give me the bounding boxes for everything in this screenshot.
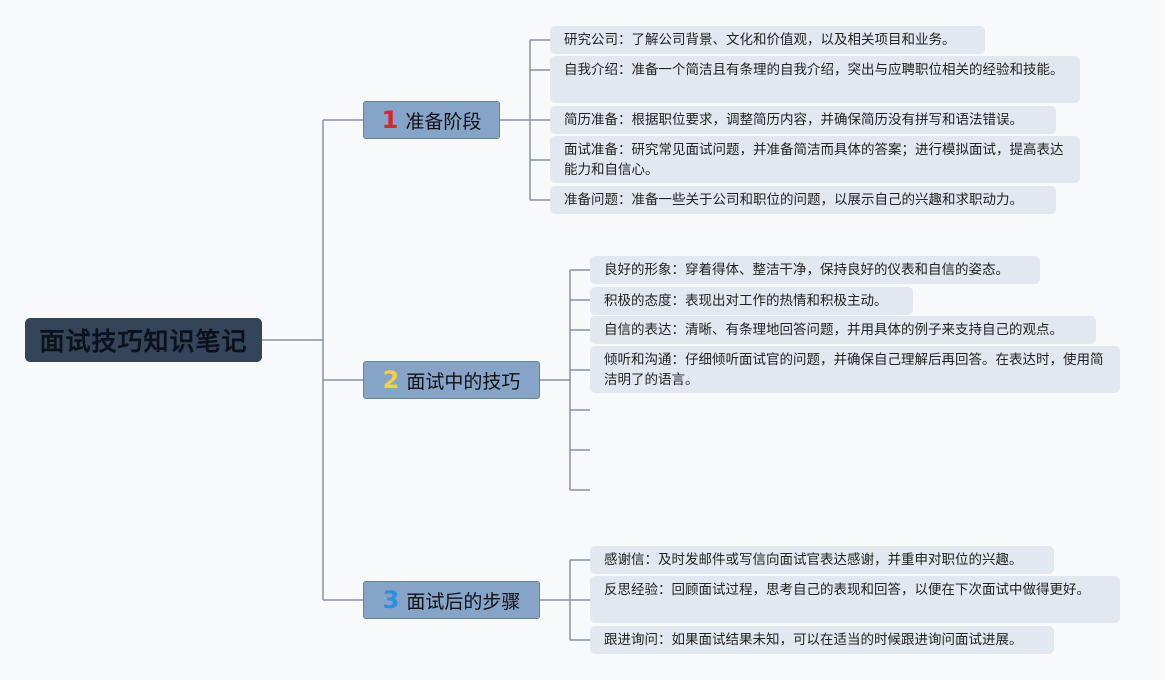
leaf-topic[interactable]: 跟进询问：如果面试结果未知，可以在适当的时候跟进询问面试进展。 <box>590 626 1054 654</box>
number-3-icon: 3 <box>382 586 400 614</box>
leaf-topic[interactable]: 感谢信：及时发邮件或写信向面试官表达感谢，并重申对职位的兴趣。 <box>590 546 1054 574</box>
branch-label: 面试中的技巧 <box>406 370 521 393</box>
number-1-icon: 1 <box>381 106 399 134</box>
leaf-topic[interactable]: 倾听和沟通：仔细倾听面试官的问题，并确保自己理解后再回答。在表达时，使用简洁明了… <box>590 346 1120 393</box>
leaf-topic[interactable]: 自我介绍：准备一个简洁且有条理的自我介绍，突出与应聘职位相关的经验和技能。 <box>550 56 1080 103</box>
leaf-topic[interactable]: 面试准备：研究常见面试问题，并准备简洁而具体的答案；进行模拟面试，提高表达能力和… <box>550 136 1080 183</box>
leaf-topic[interactable]: 简历准备：根据职位要求，调整简历内容，并确保简历没有拼写和语法错误。 <box>550 106 1056 134</box>
branch-label: 准备阶段 <box>405 110 482 133</box>
leaf-topic[interactable]: 良好的形象：穿着得体、整洁干净，保持良好的仪表和自信的姿态。 <box>590 256 1040 284</box>
branch-interview-skills[interactable]: 2 面试中的技巧 <box>363 361 540 399</box>
branch-after-interview[interactable]: 3 面试后的步骤 <box>363 581 540 619</box>
root-title: 面试技巧知识笔记 <box>39 327 248 356</box>
leaf-topic[interactable]: 自信的表达：清晰、有条理地回答问题，并用具体的例子来支持自己的观点。 <box>590 316 1096 344</box>
leaf-topic[interactable]: 研究公司：了解公司背景、文化和价值观，以及相关项目和业务。 <box>550 26 985 54</box>
branch-label: 面试后的步骤 <box>406 590 521 613</box>
root-topic[interactable]: 面试技巧知识笔记 <box>25 318 262 362</box>
number-2-icon: 2 <box>382 366 400 394</box>
leaf-topic[interactable]: 准备问题：准备一些关于公司和职位的问题，以展示自己的兴趣和求职动力。 <box>550 186 1056 214</box>
leaf-topic[interactable]: 反思经验：回顾面试过程，思考自己的表现和回答，以便在下次面试中做得更好。 <box>590 576 1120 623</box>
branch-preparation[interactable]: 1 准备阶段 <box>363 101 500 139</box>
leaf-topic[interactable]: 积极的态度：表现出对工作的热情和积极主动。 <box>590 287 913 315</box>
